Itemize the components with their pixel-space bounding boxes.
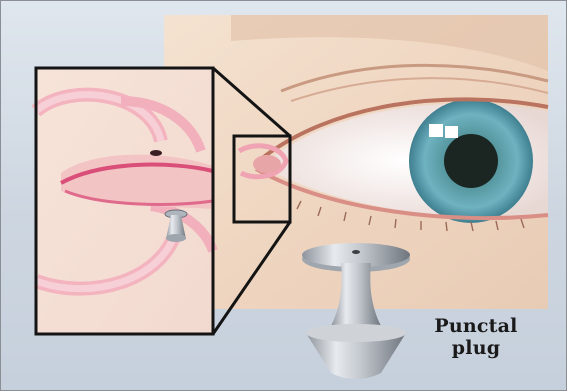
inner-corner: [253, 155, 281, 173]
plug-caption: Punctal plug: [421, 315, 531, 359]
eye-highlight-2: [445, 126, 458, 138]
caption-line-2: plug: [421, 337, 531, 359]
eye-pupil: [444, 134, 498, 188]
eye-highlight: [429, 124, 443, 137]
magnified-inset: [36, 68, 213, 334]
caption-line-1: Punctal: [421, 315, 531, 337]
punctal-plug-large: [302, 243, 410, 379]
